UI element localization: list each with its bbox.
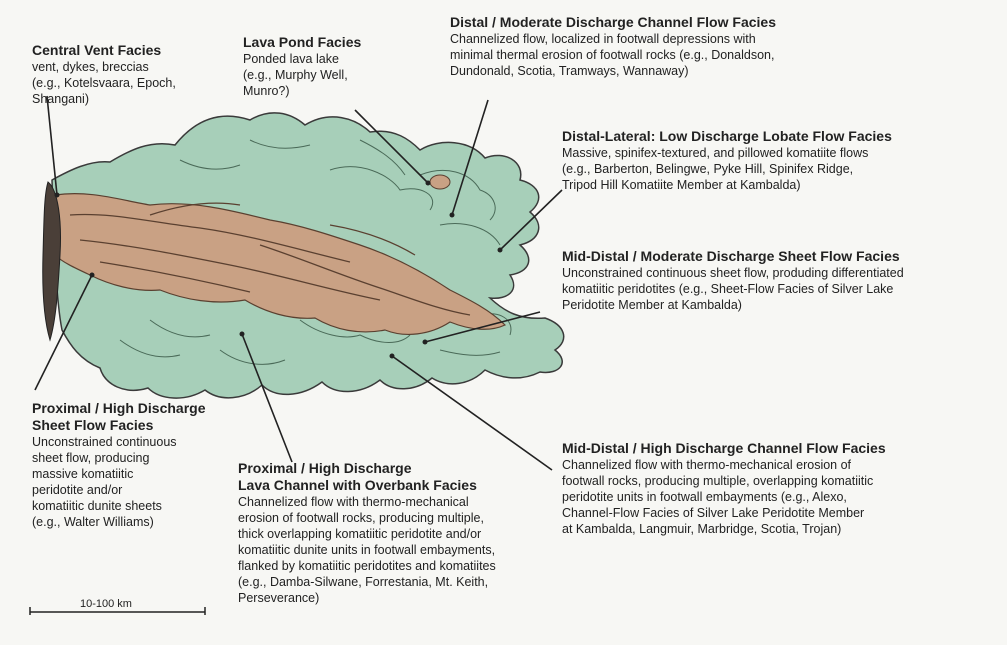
proximal-sheet-line: sheet flow, producing [32, 450, 242, 466]
mid-distal-sheet-line: komatiitic peridotites (e.g., Sheet-Flow… [562, 281, 1002, 297]
mid-distal-channel-line: Channelized flow with thermo-mechanical … [562, 457, 992, 473]
proximal-channel-line: Channelized flow with thermo-mechanical [238, 494, 568, 510]
central-vent-line: Shangani) [32, 91, 232, 107]
mid-distal-channel-line: at Kambalda, Langmuir, Marbridge, Scotia… [562, 521, 992, 537]
proximal-channel-line: Perseverance) [238, 590, 568, 606]
label-proximal-sheet: Proximal / High Discharge Sheet Flow Fac… [32, 400, 242, 530]
central-vent [43, 182, 61, 340]
distal-channel-line: Channelized flow, localized in footwall … [450, 31, 870, 47]
lava-pond-spot [430, 175, 450, 189]
scale-bar-label: 10-100 km [80, 598, 132, 610]
proximal-sheet-line: peridotite and/or [32, 482, 242, 498]
proximal-sheet-line: komatiitic dunite sheets [32, 498, 242, 514]
distal-lateral-line: Tripod Hill Komatiite Member at Kambalda… [562, 177, 992, 193]
mid-distal-sheet-line: Unconstrained continuous sheet flow, pro… [562, 265, 1002, 281]
distal-lateral-line: (e.g., Barberton, Belingwe, Pyke Hill, S… [562, 161, 992, 177]
distal-lateral-heading: Distal-Lateral: Low Discharge Lobate Flo… [562, 128, 992, 145]
distal-channel-line: Dundonald, Scotia, Tramways, Wannaway) [450, 63, 870, 79]
central-vent-line: (e.g., Kotelsvaara, Epoch, [32, 75, 232, 91]
mid-distal-channel-line: Channel-Flow Facies of Silver Lake Perid… [562, 505, 992, 521]
central-vent-heading: Central Vent Facies [32, 42, 232, 59]
distal-channel-line: minimal thermal erosion of footwall rock… [450, 47, 870, 63]
label-mid-distal-sheet: Mid-Distal / Moderate Discharge Sheet Fl… [562, 248, 1002, 313]
mid-distal-sheet-heading: Mid-Distal / Moderate Discharge Sheet Fl… [562, 248, 1002, 265]
lava-pond-line: (e.g., Murphy Well, [243, 67, 423, 83]
proximal-channel-heading: Lava Channel with Overbank Facies [238, 477, 568, 494]
proximal-sheet-line: (e.g., Walter Williams) [32, 514, 242, 530]
proximal-channel-heading: Proximal / High Discharge [238, 460, 568, 477]
label-lava-pond: Lava Pond Facies Ponded lava lake (e.g.,… [243, 34, 423, 99]
distal-channel-heading: Distal / Moderate Discharge Channel Flow… [450, 14, 870, 31]
proximal-channel-line: komatiitic dunite units in footwall emba… [238, 542, 568, 558]
mid-distal-sheet-line: Peridotite Member at Kambalda) [562, 297, 1002, 313]
central-vent-line: vent, dykes, breccias [32, 59, 232, 75]
distal-lateral-line: Massive, spinifex-textured, and pillowed… [562, 145, 992, 161]
proximal-channel-line: erosion of footwall rocks, producing mul… [238, 510, 568, 526]
lava-pond-line: Ponded lava lake [243, 51, 423, 67]
label-central-vent: Central Vent Facies vent, dykes, breccia… [32, 42, 232, 107]
proximal-channel-line: flanked by komatiitic peridotites and ko… [238, 558, 568, 574]
lava-pond-heading: Lava Pond Facies [243, 34, 423, 51]
mid-distal-channel-line: footwall rocks, producing multiple, over… [562, 473, 992, 489]
label-mid-distal-channel: Mid-Distal / High Discharge Channel Flow… [562, 440, 992, 537]
mid-distal-channel-heading: Mid-Distal / High Discharge Channel Flow… [562, 440, 992, 457]
proximal-channel-line: thick overlapping komatiitic peridotite … [238, 526, 568, 542]
proximal-channel-line: (e.g., Damba-Silwane, Forrestania, Mt. K… [238, 574, 568, 590]
proximal-sheet-line: Unconstrained continuous [32, 434, 242, 450]
lava-pond-line: Munro?) [243, 83, 423, 99]
mid-distal-channel-line: peridotite units in footwall embayments … [562, 489, 992, 505]
proximal-sheet-heading: Proximal / High Discharge [32, 400, 242, 417]
label-proximal-channel: Proximal / High Discharge Lava Channel w… [238, 460, 568, 606]
label-distal-lateral: Distal-Lateral: Low Discharge Lobate Flo… [562, 128, 992, 193]
label-distal-moderate-channel: Distal / Moderate Discharge Channel Flow… [450, 14, 870, 79]
proximal-sheet-heading: Sheet Flow Facies [32, 417, 242, 434]
proximal-sheet-line: massive komatiitic [32, 466, 242, 482]
